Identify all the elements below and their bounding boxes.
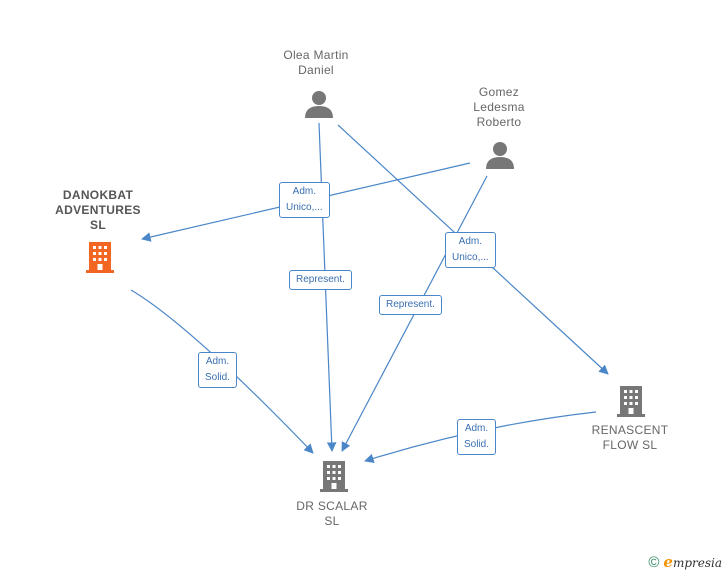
node-label-gomez-ledesma-roberto[interactable]: Gomez Ledesma Roberto <box>473 85 525 129</box>
edge-label-gomez-danokbat[interactable]: Adm. Unico,... <box>279 182 330 218</box>
building-icon[interactable] <box>86 242 114 273</box>
node-label-dr-scalar-sl[interactable]: DR SCALAR SL <box>296 499 368 528</box>
node-label-olea-martin-daniel[interactable]: Olea Martin Daniel <box>283 48 349 77</box>
copyright-icon: © <box>648 553 660 571</box>
empresia-logo[interactable]: empresia <box>663 553 722 571</box>
building-icon[interactable] <box>617 386 645 417</box>
footer-brand: © empresia <box>648 553 722 571</box>
edge-label-olea-renascent[interactable]: Adm. Unico,... <box>445 232 496 268</box>
edge-label-danokbat-drscalar[interactable]: Adm. Solid. <box>198 352 238 388</box>
edge-label-olea-drscalar[interactable]: Represent. <box>289 270 352 290</box>
edge-label-renascent-drscalar[interactable]: Adm. Solid. <box>457 419 497 455</box>
person-icon[interactable] <box>305 91 333 118</box>
edge-danokbat-to-drscalar <box>130 289 314 454</box>
node-label-danokbat-adventures-sl[interactable]: DANOKBAT ADVENTURES SL <box>55 188 141 232</box>
person-icon[interactable] <box>486 142 514 169</box>
node-label-renascent-flow-sl[interactable]: RENASCENT FLOW SL <box>591 423 669 452</box>
edge-label-gomez-drscalar[interactable]: Represent. <box>379 295 442 315</box>
building-icon[interactable] <box>320 461 348 492</box>
